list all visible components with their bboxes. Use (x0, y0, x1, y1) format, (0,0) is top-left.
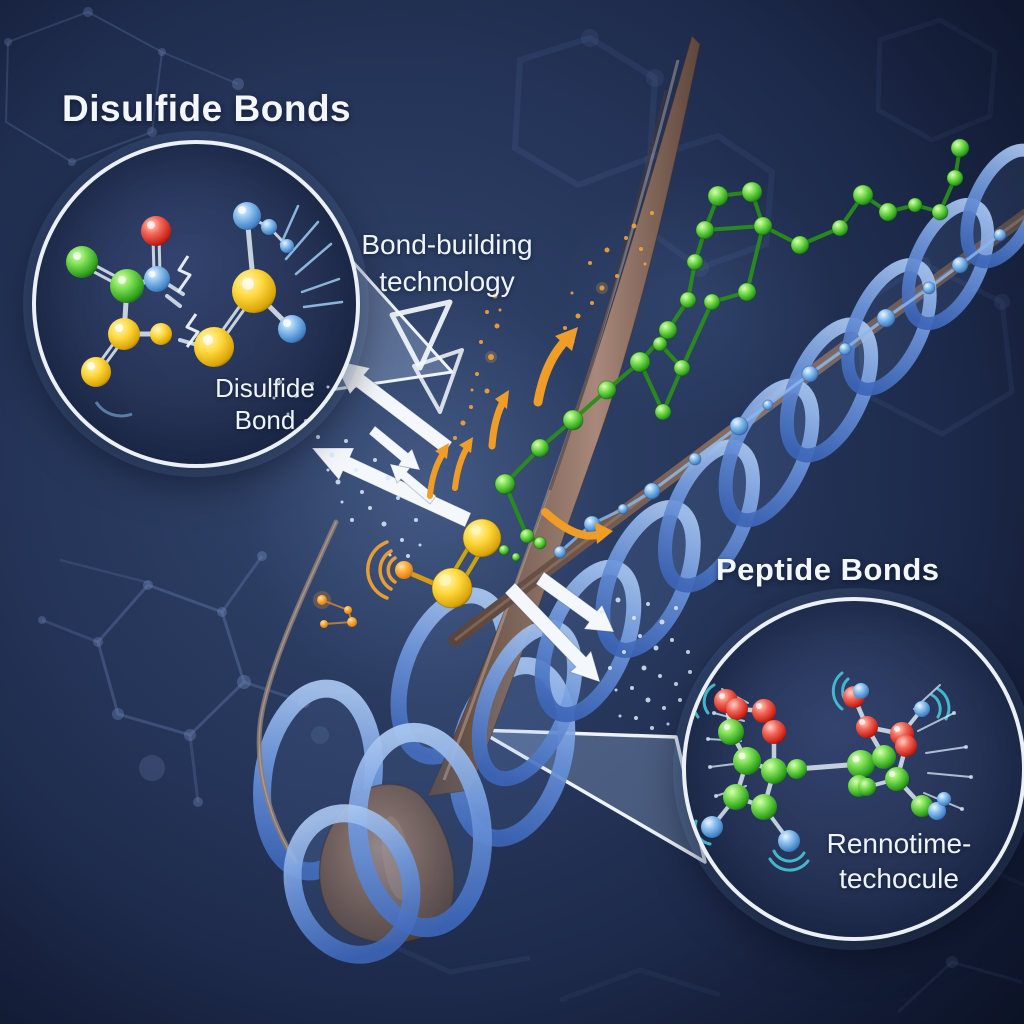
white-arrows (310, 299, 615, 683)
disulfide-bond-caption: Disulfide Bond (190, 372, 340, 436)
energy-rays (707, 684, 972, 810)
protein-helix-front (283, 143, 1024, 964)
arrow-down-right-small (368, 425, 421, 471)
orange-arrows (427, 327, 613, 544)
peptide-molecule (691, 671, 973, 872)
peptide-bonds-title: Peptide Bonds (716, 552, 940, 587)
white-sparkle-clouds (316, 435, 692, 730)
chevron-outline-2 (412, 348, 464, 414)
arrow-up-left-2 (310, 447, 472, 528)
arrow-down-right-1 (535, 571, 615, 633)
green-molecule-chain (494, 138, 970, 562)
orange-particle-cluster (313, 591, 357, 628)
disulfide-inset-circle: Disulfide Bond (32, 140, 360, 468)
disulfide-bonds-title: Disulfide Bonds (62, 88, 352, 129)
signal-arcs-icon (366, 540, 397, 600)
bond-building-technology-label: Bond-building technology (322, 226, 572, 300)
sparkle-dots (272, 380, 336, 430)
broken-bond-cracks (176, 255, 200, 348)
orange-signal-atom (395, 561, 413, 579)
disulfide-molecule (66, 202, 344, 430)
disulfide-spheres (313, 518, 502, 628)
chevron-outline-1 (389, 299, 453, 371)
bond-building-label-line2: technology (379, 266, 515, 297)
orange-sparkle-trails (453, 211, 654, 440)
peptide-molecule-caption-line1: Rennotime- (826, 828, 972, 859)
peptide-molecule-caption: Rennotime- techocule (804, 826, 994, 896)
disulfide-bond-caption-line2: Bond (234, 405, 296, 435)
blue-bead-chain (553, 228, 1007, 559)
arrow-down-right-2 (504, 582, 601, 683)
energy-rays (279, 204, 344, 309)
peptide-molecule-caption-line2: techocule (839, 863, 959, 894)
peptide-inset-circle: Rennotime- techocule (682, 597, 1024, 941)
bond-building-label-line1: Bond-building (361, 229, 533, 260)
disulfide-bond-caption-line1: Disulfide (215, 373, 315, 403)
arrow-up-left-small (389, 463, 437, 505)
